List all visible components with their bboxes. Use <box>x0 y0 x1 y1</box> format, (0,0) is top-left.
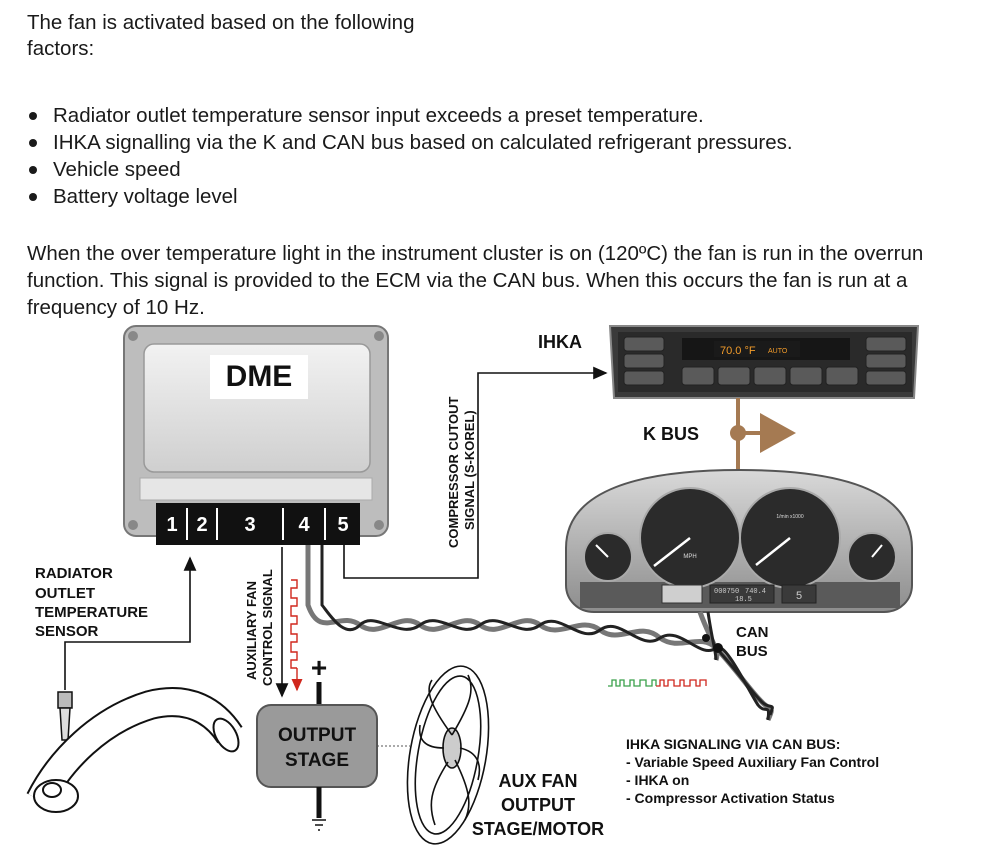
radiator-sensor-label: RADIATOR OUTLET TEMPERATURE SENSOR <box>35 565 148 640</box>
overrun-paragraph: When the over temperature light in the i… <box>27 242 924 319</box>
ihka-signaling-info: IHKA SIGNALING VIA CAN BUS: - Variable S… <box>626 736 879 806</box>
sensor-label-line: TEMPERATURE <box>35 604 148 621</box>
plus-sign: + <box>311 652 327 683</box>
bullet-icon <box>29 166 37 174</box>
ihka-display: 70.0 °F <box>720 345 756 357</box>
radiator-hose-sensor <box>26 687 243 813</box>
odometer-readout: 000750 <box>714 588 739 596</box>
factor-item: Radiator outlet temperature sensor input… <box>27 102 793 129</box>
can-bus-wires <box>305 545 774 722</box>
aux-signal-line1: AUXILIARY FAN <box>244 581 259 680</box>
ihka-signaling-title: IHKA SIGNALING VIA CAN BUS: <box>626 736 840 752</box>
factor-list: Radiator outlet temperature sensor input… <box>27 102 793 210</box>
can-signal-pattern <box>608 679 707 687</box>
ground-icon <box>312 819 326 831</box>
compressor-cutout-line1: COMPRESSOR CUTOUT <box>446 397 461 548</box>
aux-signal-line2: CONTROL SIGNAL <box>260 569 275 686</box>
output-stage-box: OUTPUT STAGE <box>256 704 378 788</box>
temp-readout: 18.5 <box>735 596 752 604</box>
k-bus-node <box>730 425 746 441</box>
bullet-icon <box>29 193 37 201</box>
ihka-panel: IHKA 70.0 °F AUTO <box>538 325 920 399</box>
bullet-icon <box>29 112 37 120</box>
aux-fan-icon <box>406 665 490 845</box>
output-stage-label-line: STAGE <box>285 750 349 771</box>
gear-readout: 5 <box>796 590 802 602</box>
sensor-label-line: SENSOR <box>35 623 99 640</box>
ihka-mode: AUTO <box>768 348 788 355</box>
speed-unit: MPH <box>683 554 696 560</box>
dme-pin-2: 2 <box>196 514 207 536</box>
dme-pin-4: 4 <box>298 514 310 536</box>
can-bus-label-line: BUS <box>736 643 768 660</box>
intro-text: The fan is activated based on the follow… <box>27 11 415 60</box>
factor-text: Radiator outlet temperature sensor input… <box>53 104 704 127</box>
bullet-icon <box>29 139 37 147</box>
aux-fan-label-line: STAGE/MOTOR <box>472 819 604 839</box>
dme-pin-1: 1 <box>166 514 177 536</box>
factor-text: IHKA signalling via the K and CAN bus ba… <box>53 131 793 154</box>
ihka-label: IHKA <box>538 332 582 352</box>
aux-fan-label: AUX FAN OUTPUT STAGE/MOTOR <box>472 771 604 839</box>
aux-fan-label-line: OUTPUT <box>501 795 575 815</box>
factor-item: Battery voltage level <box>27 183 793 210</box>
dme-pin-5: 5 <box>337 514 348 536</box>
dme-pin-3: 3 <box>244 514 255 536</box>
dme-module: DME 1 2 3 4 5 <box>123 325 389 545</box>
ihka-signaling-item: - IHKA on <box>626 772 689 788</box>
factor-item: Vehicle speed <box>27 156 793 183</box>
dme-label: DME <box>226 360 293 393</box>
ihka-signaling-item: - Variable Speed Auxiliary Fan Control <box>626 754 879 770</box>
trip-readout: 740.4 <box>745 588 766 596</box>
factor-item: IHKA signalling via the K and CAN bus ba… <box>27 129 793 156</box>
compressor-cutout-line2: SIGNAL (S-KOREL) <box>462 410 477 530</box>
factor-text: Battery voltage level <box>53 185 238 208</box>
can-bus-label-line: CAN <box>736 624 769 641</box>
sensor-label-line: OUTLET <box>35 585 95 602</box>
k-bus-label: K BUS <box>643 424 699 444</box>
instrument-cluster: MPH 1/min x1000 000750 740.4 18.5 5 <box>565 468 913 613</box>
factor-text: Vehicle speed <box>53 158 181 181</box>
ihka-signaling-item: - Compressor Activation Status <box>626 790 835 806</box>
output-stage-label-line: OUTPUT <box>278 725 357 746</box>
tach-unit: 1/min x1000 <box>776 514 803 520</box>
aux-fan-label-line: AUX FAN <box>498 771 577 791</box>
sensor-label-line: RADIATOR <box>35 565 113 582</box>
